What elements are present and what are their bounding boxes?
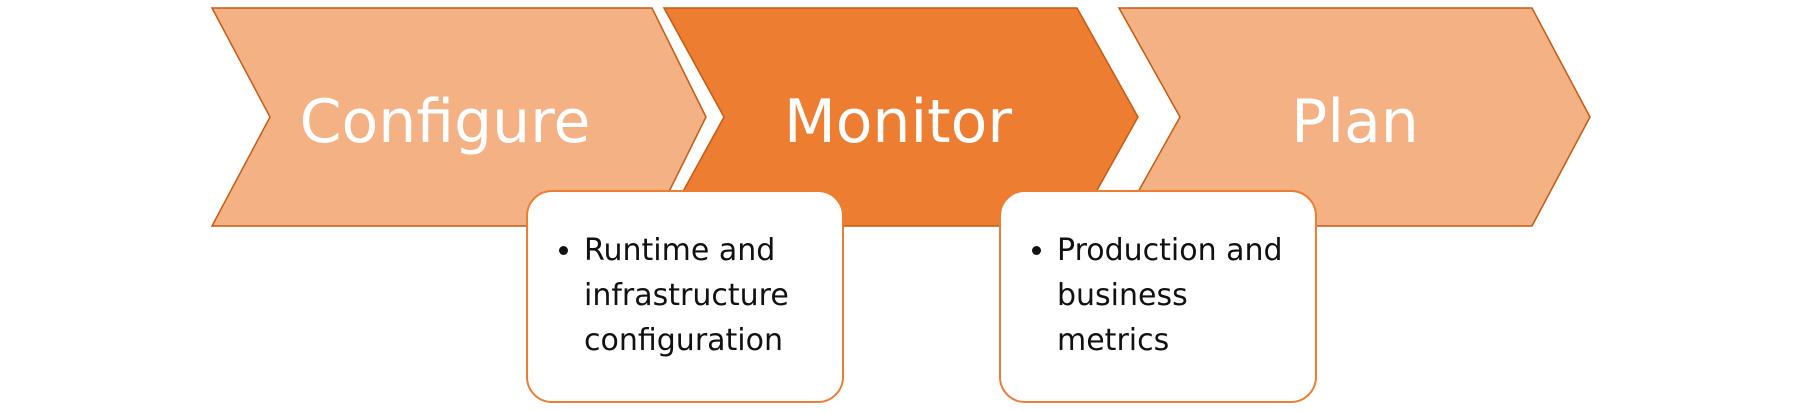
monitor-details-list: Runtime and infrastructure configuration (548, 228, 822, 363)
plan-details-list: Production and business metrics (1021, 228, 1295, 363)
step-label-configure: Configure (300, 87, 591, 157)
step-label-monitor: Monitor (784, 87, 1012, 157)
plan-detail-item: Production and business metrics (1057, 228, 1295, 363)
plan-details-box: Production and business metrics (999, 190, 1317, 403)
monitor-detail-item: Runtime and infrastructure configuration (584, 228, 822, 363)
chevron-plan (1117, 7, 1591, 227)
step-label-plan: Plan (1291, 87, 1419, 157)
monitor-details-box: Runtime and infrastructure configuration (526, 190, 844, 403)
